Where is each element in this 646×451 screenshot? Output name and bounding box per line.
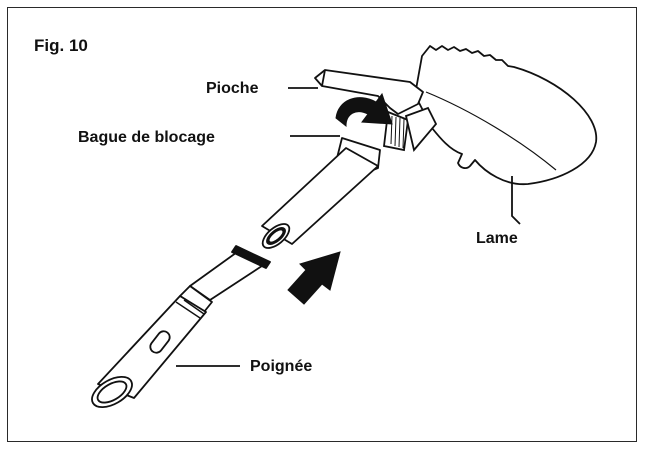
rotation-arrow-icon [335, 92, 393, 128]
pick-head [314, 69, 424, 115]
leader-lines [176, 87, 521, 367]
blade-leader-line [511, 176, 521, 225]
upper-shaft [261, 137, 381, 249]
label-pick: Pioche [206, 80, 259, 97]
lower-shaft [91, 245, 271, 409]
shovel-blade [414, 45, 598, 185]
label-blade: Lame [476, 230, 518, 247]
label-lock-ring: Bague de blocage [78, 129, 215, 146]
lock-ring [383, 106, 438, 152]
figure-title: Fig. 10 [34, 36, 88, 55]
insert-arrow-icon [287, 251, 341, 305]
label-handle: Poignée [250, 358, 312, 375]
